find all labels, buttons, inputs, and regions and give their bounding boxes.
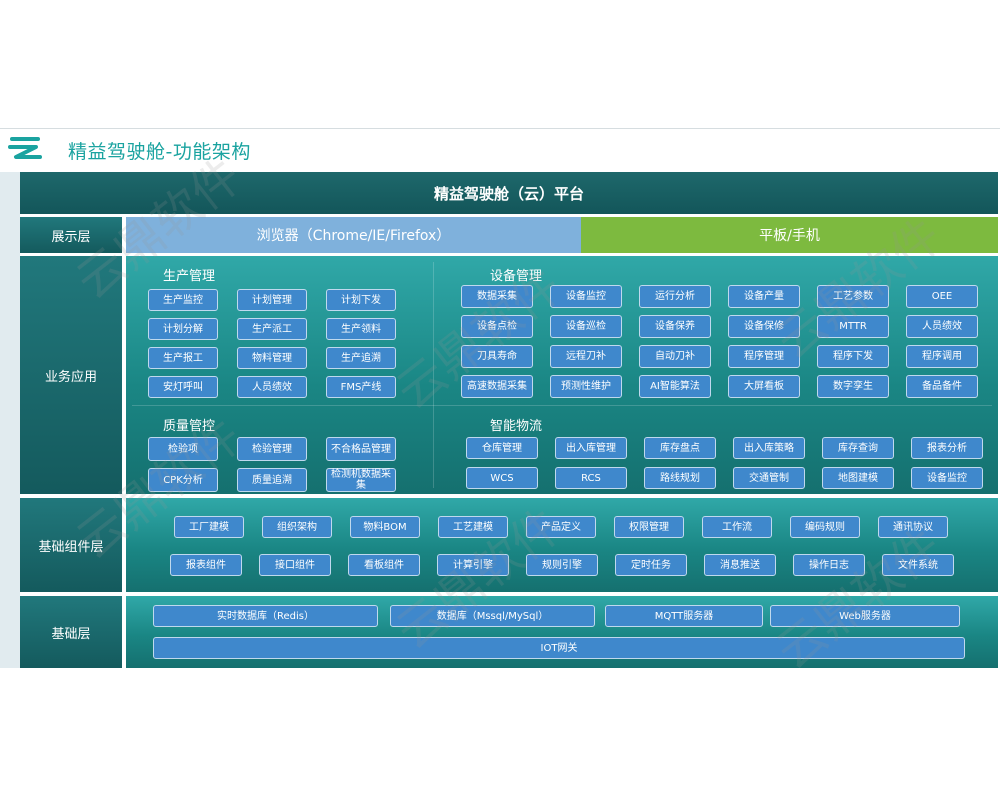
module-chip: 人员绩效 <box>906 315 978 338</box>
component-chip: 报表组件 <box>170 554 242 576</box>
module-chip: 运行分析 <box>639 285 711 308</box>
component-chip: 规则引擎 <box>526 554 598 576</box>
module-chip: 产品定义 <box>526 516 596 538</box>
module-chip: 程序下发 <box>817 345 889 368</box>
base-service-chip: 实时数据库（Redis） <box>153 605 378 627</box>
module-chip: 设备巡检 <box>550 315 622 338</box>
module-chip: 预测性维护 <box>550 375 622 398</box>
module-chip: 备品备件 <box>906 375 978 398</box>
module-chip: 出入库策略 <box>733 437 805 459</box>
company-logo-icon <box>8 137 42 159</box>
module-chip: 生产派工 <box>237 318 307 340</box>
module-chip: 组织架构 <box>262 516 332 538</box>
component-chip: 消息推送 <box>704 554 776 576</box>
component-chip: 接口组件 <box>259 554 331 576</box>
module-chip: 计划分解 <box>148 318 218 340</box>
component-chip: 定时任务 <box>615 554 687 576</box>
components-panel <box>126 498 998 592</box>
module-chip: 地图建模 <box>822 467 894 489</box>
module-chip: 设备保养 <box>639 315 711 338</box>
page-title: 精益驾驶舱-功能架构 <box>68 141 251 163</box>
module-chip: 数据采集 <box>461 285 533 308</box>
module-chip: CPK分析 <box>148 468 218 492</box>
module-chip: 交通管制 <box>733 467 805 489</box>
module-chip: 数字孪生 <box>817 375 889 398</box>
module-chip: 仓库管理 <box>466 437 538 459</box>
module-chip: 检测机数据采集 <box>326 468 396 492</box>
module-chip: 工厂建模 <box>174 516 244 538</box>
module-chip: 通讯协议 <box>878 516 948 538</box>
module-chip: 设备保修 <box>728 315 800 338</box>
module-chip: AI智能算法 <box>639 375 711 398</box>
module-chip: 物料管理 <box>237 347 307 369</box>
module-chip: 设备监控 <box>550 285 622 308</box>
section-title-quality: 质量管控 <box>163 419 216 434</box>
module-chip: 安灯呼叫 <box>148 376 218 398</box>
business-divider-v <box>433 262 434 488</box>
platform-title-bar: 精益驾驶舱（云）平台 <box>20 172 998 214</box>
module-chip: 生产领料 <box>326 318 396 340</box>
module-chip: 检验项 <box>148 437 218 461</box>
module-chip: 生产追溯 <box>326 347 396 369</box>
module-chip: FMS产线 <box>326 376 396 398</box>
module-chip: 设备监控 <box>911 467 983 489</box>
module-chip: 人员绩效 <box>237 376 307 398</box>
module-chip: 程序调用 <box>906 345 978 368</box>
module-chip: 生产监控 <box>148 289 218 311</box>
module-chip: 工作流 <box>702 516 772 538</box>
module-chip: 计划管理 <box>237 289 307 311</box>
base-service-chip: MQTT服务器 <box>605 605 763 627</box>
layer-label-business: 业务应用 <box>20 256 122 494</box>
component-chip: 看板组件 <box>348 554 420 576</box>
section-title-equipment: 设备管理 <box>490 269 543 284</box>
module-chip: 设备产量 <box>728 285 800 308</box>
left-strip <box>0 172 20 668</box>
module-chip: RCS <box>555 467 627 489</box>
module-chip: 刀具寿命 <box>461 345 533 368</box>
business-divider-h <box>132 405 992 406</box>
component-chip: 计算引擎 <box>437 554 509 576</box>
mobile-bar: 平板/手机 <box>581 217 998 253</box>
module-chip: 库存盘点 <box>644 437 716 459</box>
module-chip: 大屏看板 <box>728 375 800 398</box>
module-chip: MTTR <box>817 315 889 338</box>
module-chip: 程序管理 <box>728 345 800 368</box>
layer-label-display: 展示层 <box>20 217 122 253</box>
base-service-chip: 数据库（Mssql/MySql） <box>390 605 595 627</box>
module-chip: 远程刀补 <box>550 345 622 368</box>
module-chip: 报表分析 <box>911 437 983 459</box>
module-chip: 工艺建模 <box>438 516 508 538</box>
module-chip: 编码规则 <box>790 516 860 538</box>
module-chip: 物料BOM <box>350 516 420 538</box>
module-chip: 不合格品管理 <box>326 437 396 461</box>
module-chip: 生产报工 <box>148 347 218 369</box>
module-chip: 检验管理 <box>237 437 307 461</box>
module-chip: WCS <box>466 467 538 489</box>
section-title-logistics: 智能物流 <box>490 419 543 434</box>
module-chip: 设备点检 <box>461 315 533 338</box>
module-chip: 工艺参数 <box>817 285 889 308</box>
module-chip: 质量追溯 <box>237 468 307 492</box>
header-divider <box>0 128 1000 129</box>
module-chip: 高速数据采集 <box>461 375 533 398</box>
module-chip: OEE <box>906 285 978 308</box>
layer-label-base: 基础层 <box>20 596 122 668</box>
module-chip: 自动刀补 <box>639 345 711 368</box>
layer-label-components: 基础组件层 <box>20 498 122 592</box>
component-chip: 文件系统 <box>882 554 954 576</box>
module-chip: 计划下发 <box>326 289 396 311</box>
module-chip: 权限管理 <box>614 516 684 538</box>
browser-bar: 浏览器（Chrome/IE/Firefox） <box>126 217 581 253</box>
section-title-production: 生产管理 <box>163 269 216 284</box>
base-service-chip: Web服务器 <box>770 605 960 627</box>
iot-gateway-chip: IOT网关 <box>153 637 965 659</box>
module-chip: 库存查询 <box>822 437 894 459</box>
component-chip: 操作日志 <box>793 554 865 576</box>
module-chip: 路线规划 <box>644 467 716 489</box>
module-chip: 出入库管理 <box>555 437 627 459</box>
